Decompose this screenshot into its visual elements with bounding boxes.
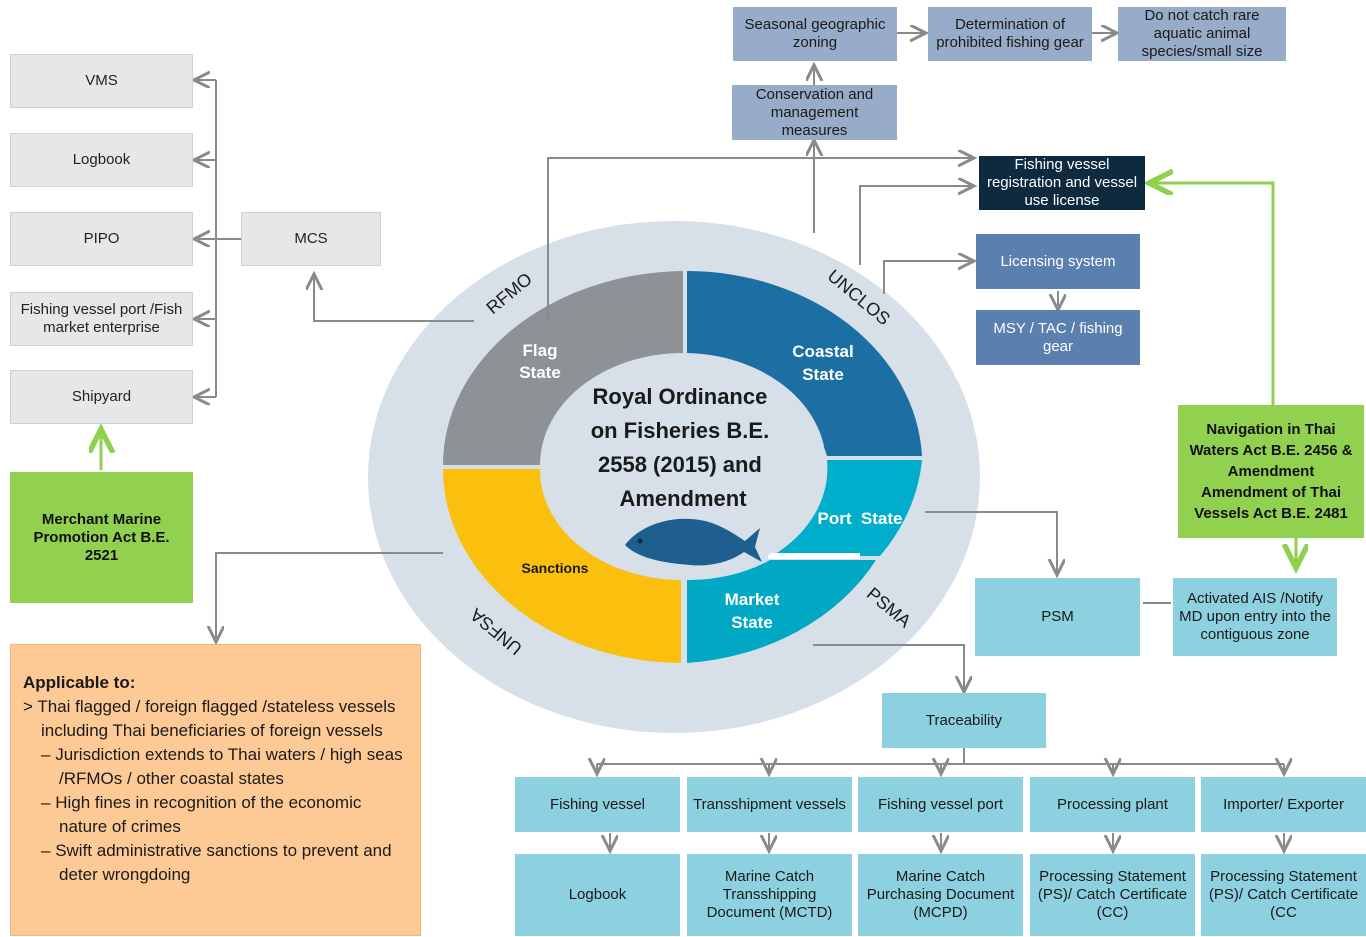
center-title: Royal Ordinance on Fisheries B.E. 2558 (… xyxy=(591,384,776,511)
traceability-connectors xyxy=(597,748,1284,849)
navigation-act-box: Navigation in Thai Waters Act B.E. 2456 … xyxy=(1178,405,1364,538)
mcs-item-shipyard: Shipyard xyxy=(10,370,193,424)
sanctions-quadrant xyxy=(443,469,681,663)
sanctions-connector xyxy=(216,552,443,640)
rare-species-box: Do not catch rare aquatic animal species… xyxy=(1118,7,1286,61)
msy-tac-box: MSY / TAC / fishing gear xyxy=(976,310,1140,365)
stage-fishing-vessel-port: Fishing vessel port xyxy=(858,777,1023,832)
port-divider xyxy=(768,553,860,559)
seasonal-zoning-box: Seasonal geographic zoning xyxy=(733,7,897,61)
port-state-quadrant xyxy=(772,460,922,556)
doc-ps-cc-exporter: Processing Statement (PS)/ Catch Certifi… xyxy=(1201,854,1366,936)
mcs-item-pipo: PIPO xyxy=(10,212,193,266)
doc-logbook: Logbook xyxy=(515,854,680,936)
flag-state-quadrant xyxy=(443,271,683,465)
ais-notify-box: Activated AIS /Notify MD upon entry into… xyxy=(1173,578,1337,656)
psm-box: PSM xyxy=(975,578,1140,656)
mcs-connectors xyxy=(196,80,474,397)
stage-fishing-vessel: Fishing vessel xyxy=(515,777,680,832)
stage-importer-exporter: Importer/ Exporter xyxy=(1201,777,1366,832)
traceability-box: Traceability xyxy=(882,693,1046,748)
applicable-bullet: – High fines in recognition of the econo… xyxy=(41,793,362,836)
sanctions-label: Sanctions xyxy=(522,560,589,576)
center-circle xyxy=(540,353,826,577)
mcs-item-logbook: Logbook xyxy=(10,133,193,187)
conservation-measures-box: Conservation and management measures xyxy=(732,85,897,140)
mcs-item-vms: VMS xyxy=(10,54,193,108)
fish-icon xyxy=(625,518,762,566)
applicable-bullet-text: Jurisdiction extends to Thai waters / hi… xyxy=(55,745,403,788)
mcs-item-port-enterprise: Fishing vessel port /Fish market enterpr… xyxy=(10,292,193,346)
port-connectors xyxy=(813,511,1171,690)
stage-processing-plant: Processing plant xyxy=(1030,777,1195,832)
applicable-bullet: – Jurisdiction extends to Thai waters / … xyxy=(41,745,403,788)
mcs-box: MCS xyxy=(241,212,381,266)
applicable-main: > Thai flagged / foreign flagged /statel… xyxy=(23,697,396,740)
applicable-bullet: – Swift administrative sanctions to prev… xyxy=(41,841,392,884)
doc-mctd: Marine Catch Transshipping Document (MCT… xyxy=(687,854,852,936)
applicable-bullet-text: High fines in recognition of the economi… xyxy=(55,793,362,836)
coastal-state-quadrant xyxy=(687,271,922,456)
doc-mcpd: Marine Catch Purchasing Document (MCPD) xyxy=(858,854,1023,936)
doc-ps-cc-plant: Processing Statement (PS)/ Catch Certifi… xyxy=(1030,854,1195,936)
market-state-quadrant xyxy=(687,560,876,663)
licensing-system-box: Licensing system xyxy=(976,234,1140,289)
green-connectors xyxy=(101,183,1296,565)
vessel-registration-box: Fishing vessel registration and vessel u… xyxy=(979,156,1145,210)
applicable-title: Applicable to: xyxy=(23,673,136,692)
port-state-label: Port State xyxy=(817,509,902,528)
stage-transshipment: Transshipment vessels xyxy=(687,777,852,832)
applicable-main-text: Thai flagged / foreign flagged /stateles… xyxy=(37,697,396,740)
applicable-panel: Applicable to: > Thai flagged / foreign … xyxy=(10,644,421,936)
prohibited-gear-box: Determination of prohibited fishing gear xyxy=(928,7,1092,61)
registration-connectors xyxy=(547,158,1058,320)
merchant-marine-act-box: Merchant Marine Promotion Act B.E. 2521 xyxy=(10,472,193,603)
applicable-bullet-text: Swift administrative sanctions to preven… xyxy=(55,841,392,884)
conservation-connectors xyxy=(814,33,1115,233)
